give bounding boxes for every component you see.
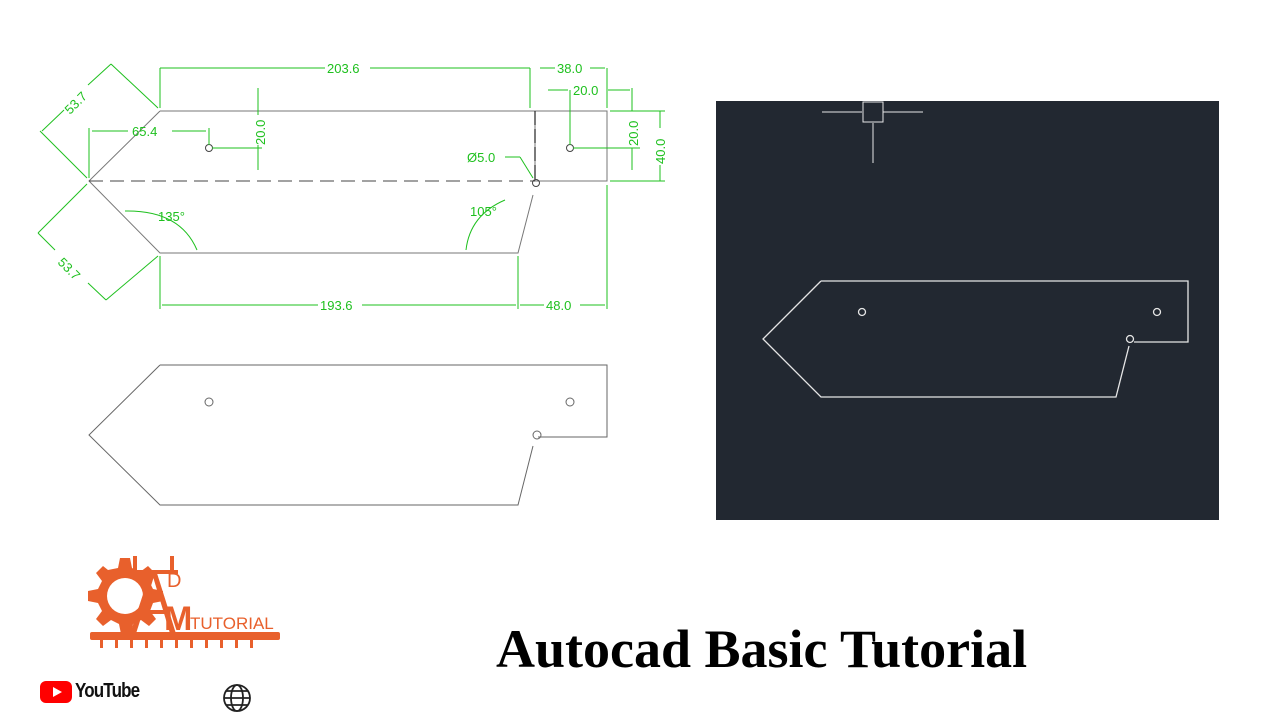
part-outline-cad bbox=[762, 280, 1189, 398]
logo-letter-d: D bbox=[167, 570, 181, 592]
dim-top-length: 203.6 bbox=[327, 61, 360, 76]
compass-icon bbox=[128, 556, 178, 640]
dim-angle-left: 135° bbox=[158, 209, 185, 224]
logo-word: TUTORIAL bbox=[190, 614, 274, 633]
dim-angle-right: 105° bbox=[470, 204, 497, 219]
dim-hole-offset-left: 65.4 bbox=[132, 124, 157, 139]
logo-letter-m: M bbox=[164, 600, 192, 638]
logo-graphic: D M TUTORIAL bbox=[88, 556, 280, 648]
globe-icon[interactable] bbox=[222, 683, 252, 718]
gear-icon bbox=[88, 558, 163, 634]
youtube-link[interactable]: YouTube bbox=[40, 680, 151, 703]
youtube-icon bbox=[40, 680, 72, 703]
dimension-lines bbox=[37, 63, 665, 309]
autocad-viewport[interactable] bbox=[716, 101, 1219, 520]
dim-right-top: 38.0 bbox=[557, 61, 582, 76]
dim-right-bottom: 48.0 bbox=[546, 298, 571, 313]
dim-hole-offset-right-v: 20.0 bbox=[626, 121, 641, 146]
dim-hole-offset-left-v: 20.0 bbox=[253, 120, 268, 145]
dim-chamfer-bottom: 53.7 bbox=[55, 255, 84, 284]
part-outline bbox=[88, 364, 608, 506]
dim-chamfer-top: 53.7 bbox=[62, 89, 91, 118]
page-title: Autocad Basic Tutorial bbox=[496, 619, 1028, 679]
cad-tutorial-logo: D M TUTORIAL bbox=[60, 552, 280, 667]
dim-bottom-length: 193.6 bbox=[320, 298, 353, 313]
youtube-label: YouTube bbox=[75, 680, 140, 702]
ruler-icon bbox=[90, 632, 280, 648]
crosshair-cursor bbox=[822, 101, 923, 163]
dim-hole-diameter: Ø5.0 bbox=[467, 150, 495, 165]
viewport-canvas bbox=[762, 101, 1189, 398]
dim-hole-offset-right: 20.0 bbox=[573, 83, 598, 98]
dim-right-height: 40.0 bbox=[653, 139, 668, 164]
dimensioned-part: 203.6 38.0 20.0 20.0 20.0 40.0 53.7 53.7… bbox=[37, 61, 668, 313]
